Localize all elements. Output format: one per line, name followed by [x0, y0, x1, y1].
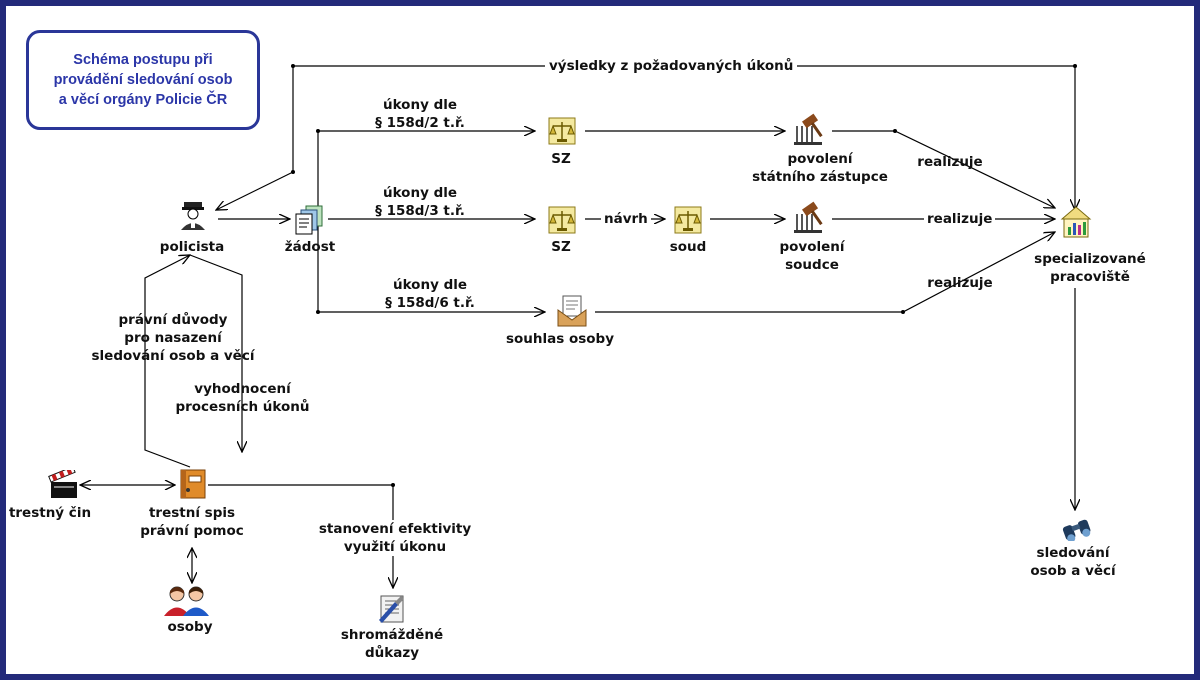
line-loop-right	[189, 254, 242, 452]
label-pravni-duvody: právní důvody pro nasazení sledování oso…	[91, 312, 255, 364]
node-sz-middle: SZ	[551, 239, 571, 255]
label-realizuje-bottom: realizuje	[927, 275, 993, 291]
label-vyhodnoceni: vyhodnocení procesních úkonů	[175, 381, 310, 415]
label-realizuje-top: realizuje	[917, 154, 983, 170]
node-sz-top: SZ	[551, 151, 571, 167]
building-chart-icon	[1060, 206, 1092, 238]
envelope-letter-icon	[557, 295, 587, 327]
clapperboard-icon	[48, 470, 77, 498]
node-povoleni-sz: povolení státního zástupce	[752, 151, 888, 185]
label-stanoveni-efektivity: stanovení efektivity využití úkonu	[305, 520, 485, 556]
label-ukony-158d6: úkony dle § 158d/6 t.ř.	[385, 277, 475, 311]
line-loop-left	[144, 255, 190, 468]
scales-of-justice-icon	[674, 206, 702, 234]
judge-gavel-icon	[794, 201, 823, 233]
police-officer-icon	[181, 202, 205, 230]
scales-of-justice-icon	[548, 117, 576, 145]
label-navrh: návrh	[601, 210, 651, 228]
diagram-title: Schéma postupu při provádění sledování o…	[26, 30, 260, 130]
people-icon	[164, 586, 209, 616]
label-vysledky: výsledky z požadovaných úkonů	[545, 57, 798, 75]
node-policista: policista	[159, 239, 225, 255]
node-trestny-cin: trestný čin	[8, 505, 92, 521]
case-file-icon	[180, 469, 206, 499]
node-shromazdene-dukazy: shromážděné důkazy	[340, 627, 444, 661]
node-sledovani: sledování osob a věcí	[1030, 545, 1116, 579]
binoculars-icon	[1062, 519, 1091, 541]
node-povoleni-soudce: povolení soudce	[779, 239, 845, 273]
line-results-to-policista	[216, 171, 294, 210]
node-zadost: žádost	[284, 239, 336, 255]
node-souhlas-osoby: souhlas osoby	[505, 331, 615, 347]
scales-of-justice-icon	[548, 206, 576, 234]
label-ukony-158d2: úkony dle § 158d/2 t.ř.	[375, 97, 465, 131]
evidence-archive-icon	[379, 595, 404, 623]
judge-gavel-icon	[794, 113, 823, 145]
documents-icon	[295, 205, 323, 235]
label-ukony-158d3: úkony dle § 158d/3 t.ř.	[375, 185, 465, 219]
node-trestni-spis: trestní spis právní pomoc	[140, 505, 244, 539]
node-soud: soud	[669, 239, 707, 255]
node-osoby: osoby	[167, 619, 213, 635]
node-specializovane-pracoviste: specializované pracoviště	[1034, 251, 1146, 285]
label-realizuje-middle: realizuje	[924, 210, 996, 228]
